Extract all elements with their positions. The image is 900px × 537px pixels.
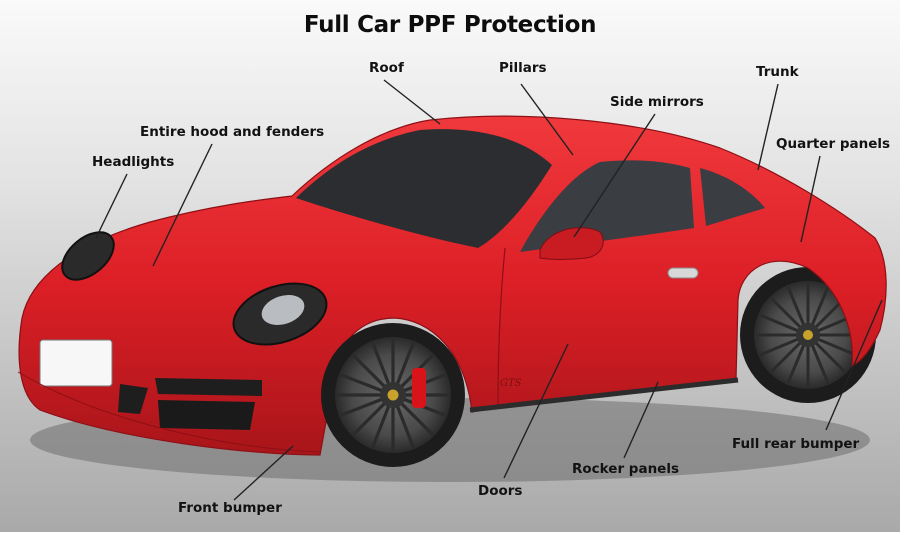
front-intake: [155, 378, 262, 396]
diagram-title: Full Car PPF Protection: [303, 12, 597, 38]
label-full-rear-bumper: Full rear bumper: [732, 436, 860, 452]
car-badge: GTS: [500, 378, 522, 389]
label-pillars: Pillars: [499, 60, 547, 76]
label-trunk: Trunk: [756, 64, 799, 80]
rocker-trim: [469, 377, 739, 413]
label-rocker-panels: Rocker panels: [572, 461, 680, 477]
door-handle: [667, 267, 699, 279]
label-front-bumper: Front bumper: [178, 500, 282, 516]
side-window-rear: [700, 168, 765, 226]
side-mirror: [539, 227, 604, 260]
door-line: [497, 247, 506, 409]
label-side-mirrors: Side mirrors: [610, 94, 704, 110]
side-window-front: [520, 160, 694, 252]
label-hood-fenders: Entire hood and fenders: [140, 124, 325, 140]
windshield: [296, 129, 552, 248]
label-roof: Roof: [369, 60, 404, 76]
label-quarter-panels: Quarter panels: [776, 136, 891, 152]
label-headlights: Headlights: [92, 154, 175, 170]
headlight-left: [61, 231, 115, 281]
license-plate: [39, 339, 113, 387]
label-doors: Doors: [478, 483, 523, 499]
leader-lines: [95, 79, 883, 501]
front-wheel: [321, 323, 465, 467]
